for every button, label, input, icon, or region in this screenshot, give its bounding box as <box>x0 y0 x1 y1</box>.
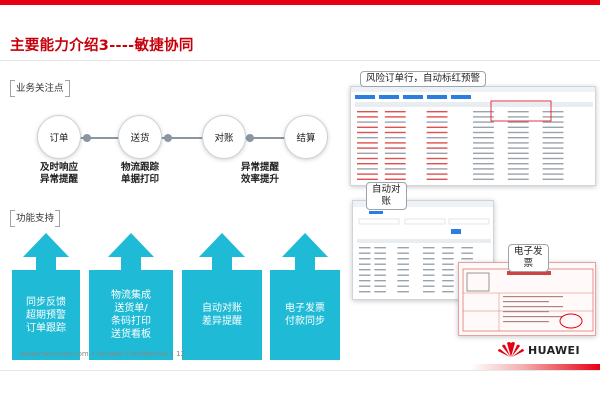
functions-label: 功能支持 <box>10 210 61 227</box>
flow-dot <box>246 134 254 142</box>
invoice-screenshot <box>458 262 596 336</box>
step-node-delivery: 送货 <box>118 115 162 159</box>
brand-logo-text: HUAWEI <box>528 344 580 357</box>
risk-order-screenshot <box>350 86 596 186</box>
step-node-settle: 结算 <box>284 115 328 159</box>
step-caption-order: 及时响应 异常提醒 <box>39 162 78 185</box>
function-item: 同步反馈 超期预警 订单跟踪 <box>12 270 80 360</box>
invoice-thumbnail <box>459 263 595 335</box>
step-node-reconcile: 对账 <box>202 115 246 159</box>
page-title: 主要能力介绍3----敏捷协同 <box>10 38 194 54</box>
title-divider <box>0 60 600 61</box>
huawei-logo-icon <box>498 342 524 357</box>
bottom-divider <box>0 370 600 371</box>
process-flow-line <box>58 137 308 139</box>
flow-dot <box>164 134 172 142</box>
function-item: 物流集成 送货单/ 条码打印 送货看板 <box>89 270 173 360</box>
step-caption-delivery: 物流跟踪 单据打印 <box>120 162 159 185</box>
flow-dot <box>83 134 91 142</box>
auto-reconcile-callout: 自动对 账 <box>366 182 407 210</box>
business-focus-label: 业务关注点 <box>10 80 70 97</box>
footer-red-strip <box>470 364 600 370</box>
order-table-thumbnail <box>351 87 595 180</box>
step-caption-reconcile: 异常提醒 效率提升 <box>240 162 279 185</box>
function-item: 自动对账 差异提醒 <box>182 270 262 360</box>
footer-text: www.hwclouds.com • Huawei Confidential •… <box>20 350 186 358</box>
e-invoice-callout: 电子发 票 <box>508 244 549 272</box>
function-item: 电子发票 付款同步 <box>270 270 340 360</box>
risk-order-callout: 风险订单行，自动标红预警 <box>360 71 487 87</box>
top-accent-bar <box>0 0 600 5</box>
step-node-order: 订单 <box>37 115 81 159</box>
reconcile-list-thumbnail <box>353 201 493 293</box>
